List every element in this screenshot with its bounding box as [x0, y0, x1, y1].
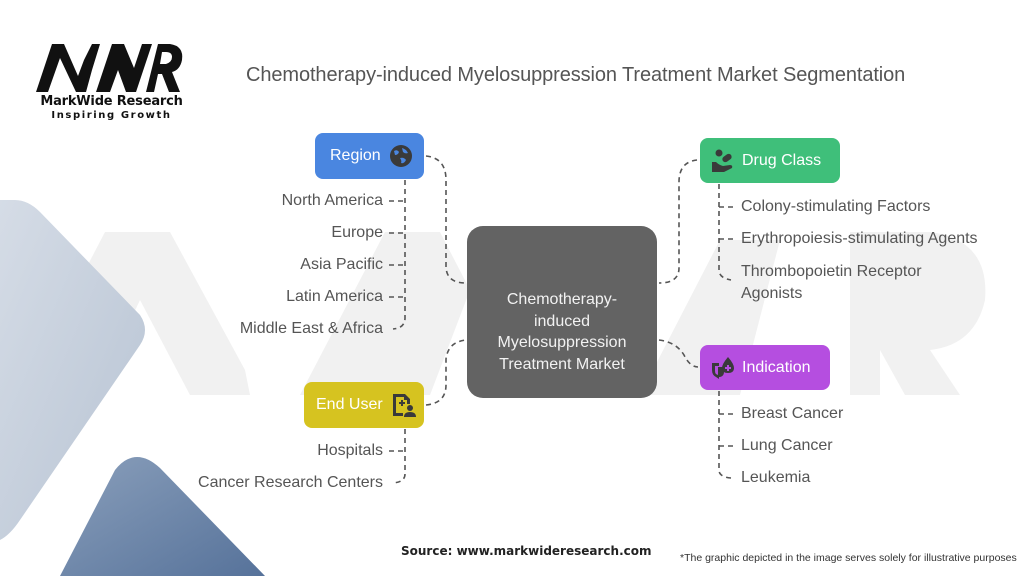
medical-document-user-icon: [392, 394, 416, 417]
segment-label: End User: [316, 396, 383, 413]
logo: MarkWide Research Inspiring Growth: [34, 40, 189, 121]
logo-name: MarkWide Research: [40, 94, 183, 109]
segment-label: Region: [330, 147, 381, 164]
drug-class-item: Thrombopoietin Receptor Agonists: [741, 263, 922, 302]
blood-drop-icon: [712, 356, 734, 379]
region-item: North America: [281, 192, 383, 209]
region-item: Latin America: [286, 288, 383, 305]
connector-drugclass-trunk: [718, 184, 732, 281]
segment-label: Drug Class: [742, 151, 822, 169]
segment-label: Indication: [742, 358, 811, 376]
disclaimer-text: *The graphic depicted in the image serve…: [680, 552, 1017, 564]
bg-shape-dark: [60, 456, 265, 576]
logo-mark-icon: [36, 44, 183, 92]
connector-region-center: [425, 155, 467, 284]
connector-indication-trunk: [718, 391, 732, 479]
drug-class-item: Erythropoiesis-stimulating Agents: [741, 230, 978, 247]
center-node: Chemotherapy-induced Myelosuppression Tr…: [467, 226, 657, 398]
connector-region-trunk: [392, 180, 406, 330]
segment-region: Region: [315, 133, 424, 179]
center-label: Chemotherapy-induced Myelosuppression Tr…: [497, 291, 627, 373]
end-user-item: Cancer Research Centers: [198, 474, 383, 491]
region-item: Asia Pacific: [300, 256, 383, 273]
hand-pills-icon: [712, 149, 733, 172]
connector-enduser-trunk: [392, 429, 406, 484]
indication-item: Leukemia: [741, 469, 811, 486]
connector-drugclass-center: [658, 159, 698, 284]
segment-drug-class: Drug Class: [700, 138, 840, 183]
page-title: Chemotherapy-induced Myelosuppression Tr…: [246, 64, 906, 86]
segment-end-user: End User: [304, 382, 424, 428]
drug-class-item: Colony-stimulating Factors: [741, 198, 931, 215]
region-item: Middle East & Africa: [239, 320, 383, 337]
source-text: Source: www.markwideresearch.com: [401, 544, 652, 558]
segment-indication: Indication: [700, 345, 830, 390]
end-user-item: Hospitals: [317, 442, 383, 459]
indication-item: Lung Cancer: [741, 437, 833, 454]
connector-enduser-center: [425, 339, 467, 406]
region-item: Europe: [331, 224, 383, 241]
globe-icon: [389, 145, 412, 167]
logo-tagline: Inspiring Growth: [51, 110, 172, 121]
indication-item: Breast Cancer: [741, 405, 844, 422]
connector-indication-center: [658, 339, 699, 368]
bg-shape-light: [0, 200, 145, 540]
